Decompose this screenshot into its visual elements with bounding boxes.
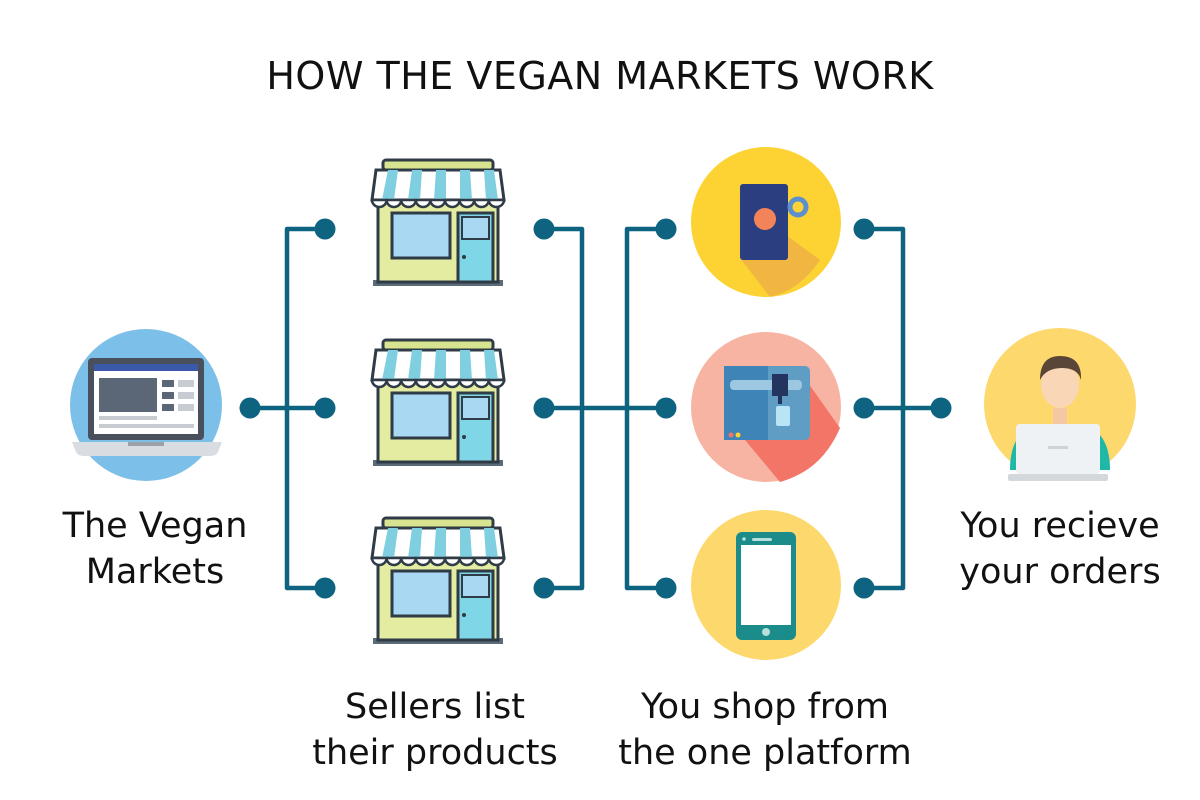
connector-nodes bbox=[239, 218, 952, 599]
diagram-title: HOW THE VEGAN MARKETS WORK bbox=[266, 54, 934, 98]
label-line: your orders bbox=[959, 552, 1161, 592]
label-the-vegan-markets: The Vegan Markets bbox=[20, 503, 290, 595]
label-line: You recieve bbox=[960, 506, 1160, 546]
storefront-icon-3 bbox=[370, 516, 506, 646]
node-shop3-in bbox=[655, 577, 677, 599]
node-shop2-in bbox=[655, 397, 677, 419]
node-shop1-out bbox=[853, 218, 875, 240]
node-orders-in bbox=[930, 397, 952, 419]
storefront-icon-2 bbox=[370, 338, 506, 468]
label-line: the one platform bbox=[618, 733, 912, 773]
label-line: their products bbox=[312, 733, 558, 773]
node-shop2-out bbox=[853, 397, 875, 419]
node-markets-out bbox=[239, 397, 261, 419]
connector-lines bbox=[247, 226, 944, 591]
node-seller1-out bbox=[533, 218, 555, 240]
label-you-recieve: You recieve your orders bbox=[920, 503, 1200, 595]
node-seller3-in bbox=[314, 577, 336, 599]
node-shop1-in bbox=[655, 218, 677, 240]
node-seller2-out bbox=[533, 397, 555, 419]
mug-icon bbox=[691, 147, 841, 297]
label-line: The Vegan bbox=[62, 506, 248, 546]
phone-icon bbox=[691, 510, 841, 660]
label-line: Sellers list bbox=[345, 687, 525, 727]
laptop-icon bbox=[70, 329, 222, 481]
label-line: Markets bbox=[85, 552, 225, 592]
label-you-shop: You shop from the one platform bbox=[600, 684, 930, 776]
storefront-icon-1 bbox=[370, 158, 506, 288]
appliance-icon bbox=[691, 332, 841, 482]
node-shop3-out bbox=[853, 577, 875, 599]
label-sellers-list: Sellers list their products bbox=[290, 684, 580, 776]
customer-icon bbox=[984, 328, 1136, 481]
node-seller3-out bbox=[533, 577, 555, 599]
node-seller2-in bbox=[314, 397, 336, 419]
label-line: You shop from bbox=[640, 687, 890, 727]
node-seller1-in bbox=[314, 218, 336, 240]
